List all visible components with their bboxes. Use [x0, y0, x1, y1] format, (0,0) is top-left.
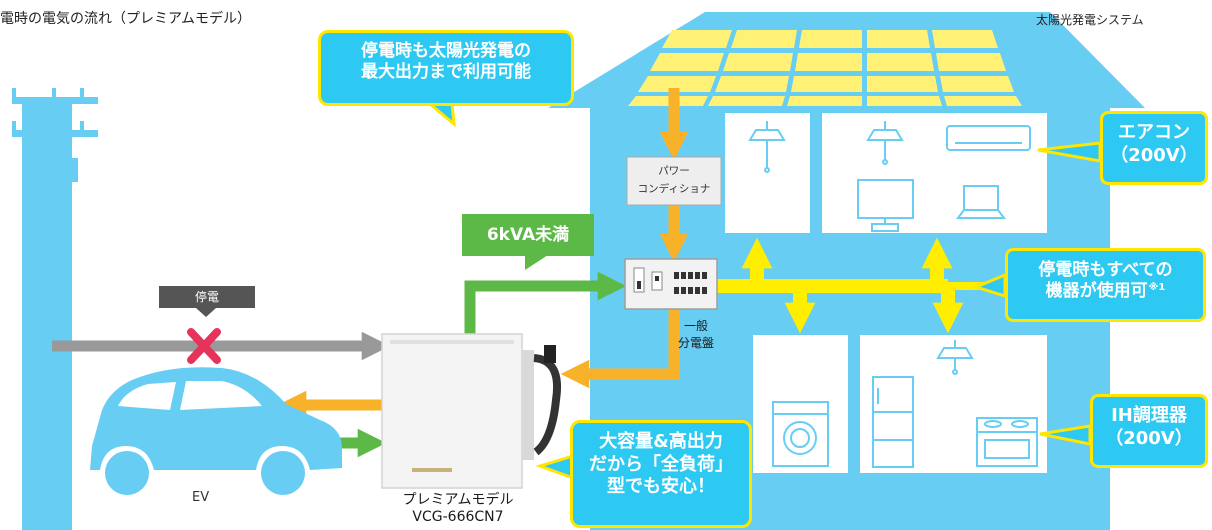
solar-system-label: 太陽光発電システム — [1036, 13, 1144, 27]
monitor-icon — [857, 179, 914, 232]
power-conditioner-line-1: パワー — [658, 165, 690, 177]
product-model: VCG-666CN7 — [412, 509, 504, 525]
refrigerator-icon — [872, 376, 914, 468]
all-devices-note: ※1 — [1148, 281, 1166, 293]
kva-label: 6kVA未満 — [486, 225, 570, 245]
outage-badge — [159, 286, 255, 308]
distribution-panel-icon — [624, 258, 718, 310]
room-lower-right — [860, 335, 1047, 473]
capacity-callout-tail — [535, 453, 575, 481]
solar-callout-line-2: 最大出力まで利用可能 — [361, 62, 531, 83]
capacity-callout: 大容量&高出力 だから「全負荷」 型でも安心！ — [570, 420, 752, 528]
power-conditioner-label: パワー コンディショナ — [627, 162, 721, 198]
washing-machine-icon — [772, 401, 829, 467]
diagram-title: 電時の電気の流れ（プレミアムモデル） — [0, 11, 252, 27]
laptop-icon — [956, 185, 1006, 219]
product-label: プレミアムモデル VCG-666CN7 — [388, 492, 528, 526]
solar-callout: 停電時も太陽光発電の 最大出力まで利用可能 — [318, 30, 574, 106]
ih-callout-line-1: IH調理器 — [1111, 405, 1187, 426]
product-name: プレミアムモデル — [402, 492, 514, 508]
aircon-callout-line-2: （200V） — [1110, 144, 1198, 166]
kva-badge — [462, 214, 594, 256]
outage-label: 停電 — [194, 290, 219, 304]
solar-panel-icon — [628, 30, 1022, 106]
all-devices-line-2-wrap: 機器が使用可※1 — [1008, 281, 1203, 302]
panel-label-line-2: 分電盤 — [678, 336, 715, 350]
air-conditioner-icon — [946, 125, 1031, 151]
utility-pole-icon — [12, 88, 98, 530]
distribution-panel-label: 一般 分電盤 — [678, 318, 714, 352]
aircon-callout-line-1: エアコン — [1118, 122, 1190, 143]
ceiling-light-icon — [936, 340, 974, 375]
aircon-callout: エアコン （200V） — [1100, 111, 1208, 185]
ev-label: EV — [192, 490, 210, 505]
ih-callout-line-2: （200V） — [1105, 427, 1193, 449]
distribution-flow — [715, 237, 990, 334]
solar-discharge-flow — [277, 88, 689, 420]
ev-car-icon — [90, 367, 342, 495]
power-conditioner-box — [626, 156, 722, 206]
ih-cooktop-icon — [976, 417, 1038, 467]
battery-unit-icon — [381, 333, 561, 489]
all-devices-callout: 停電時もすべての 機器が使用可※1 — [1005, 248, 1206, 322]
solar-callout-tail — [425, 102, 456, 128]
all-devices-line-1: 停電時もすべての — [1038, 260, 1173, 280]
capacity-line-2: だから「全負荷」 — [589, 453, 733, 475]
power-conditioner-line-2: コンディショナ — [637, 183, 711, 195]
capacity-line-3: 型でも安心！ — [607, 476, 715, 497]
room-lower-left — [753, 335, 848, 473]
all-devices-line-2: 機器が使用可 — [1045, 281, 1148, 302]
capacity-line-1: 大容量&高出力 — [599, 431, 723, 452]
room-upper-left — [725, 113, 810, 233]
outage-x-icon — [187, 328, 221, 364]
room-upper-right — [822, 113, 1047, 233]
ih-callout: IH調理器 （200V） — [1090, 394, 1208, 468]
ceiling-light-icon — [748, 121, 786, 173]
solar-callout-line-1: 停電時も太陽光発電の — [361, 41, 531, 61]
ceiling-light-icon — [866, 121, 904, 165]
panel-label-line-1: 一般 — [684, 319, 709, 333]
